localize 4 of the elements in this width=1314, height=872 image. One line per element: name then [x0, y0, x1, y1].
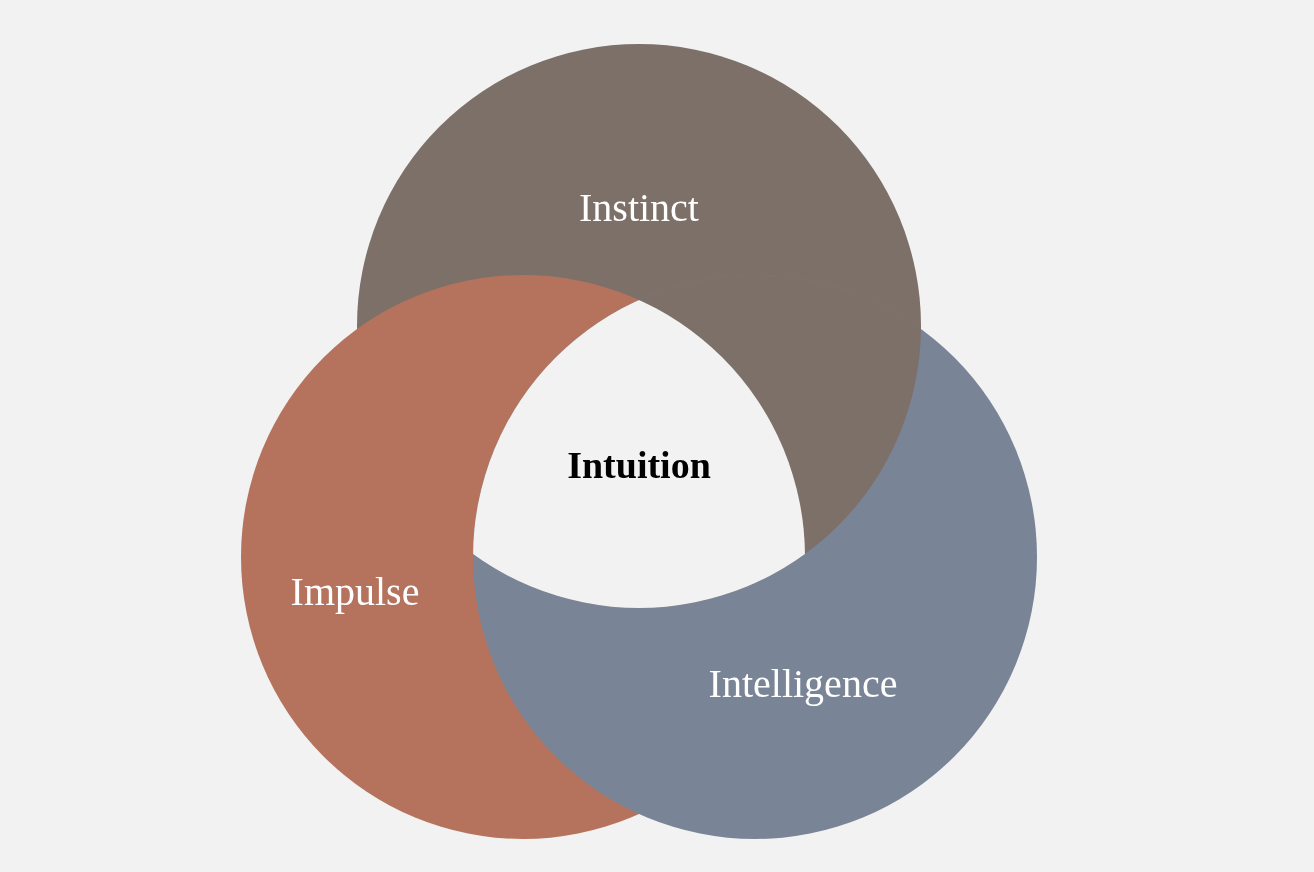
circle-label: Intelligence [707, 660, 899, 708]
circle-label: Instinct [578, 184, 700, 232]
circle-label: Impulse [289, 568, 421, 616]
center-label: Intuition [566, 442, 712, 488]
